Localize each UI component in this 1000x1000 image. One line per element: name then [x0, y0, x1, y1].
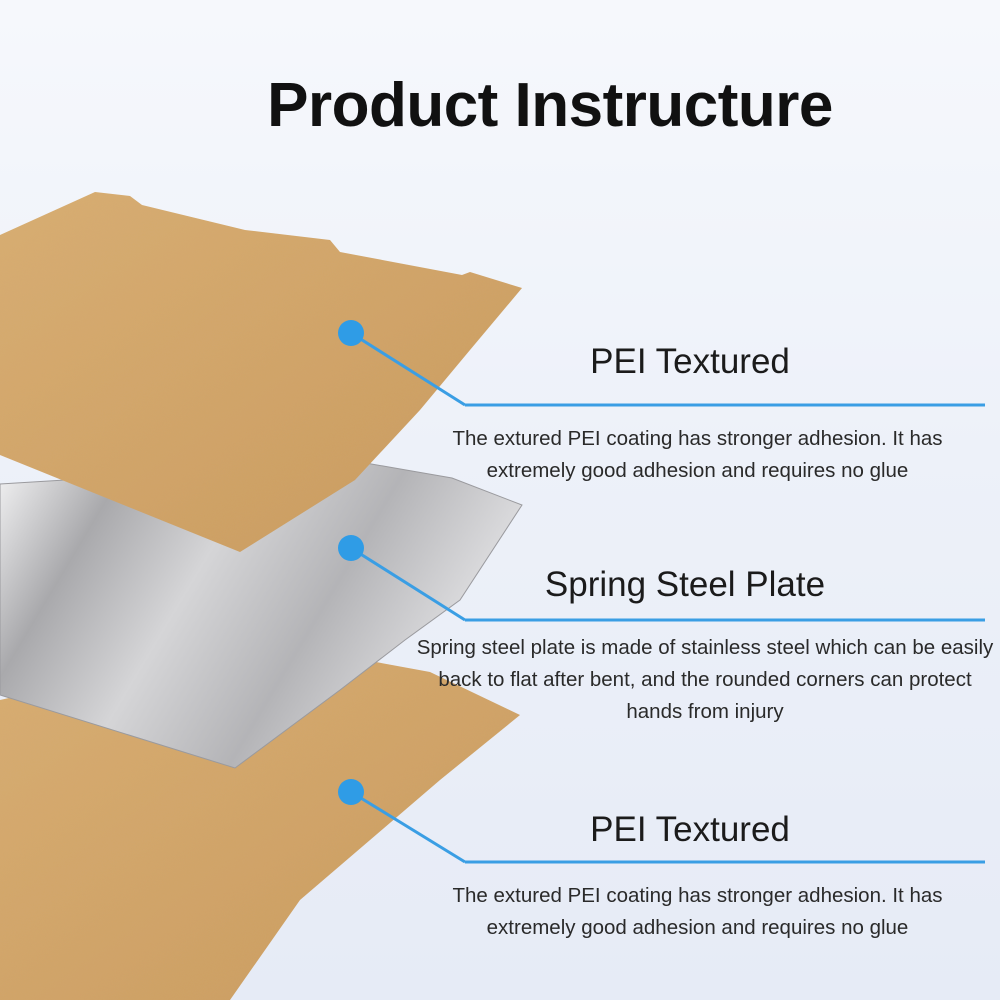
- layer-desc-steel: Spring steel plate is made of stainless …: [416, 636, 994, 723]
- layer-desc-pei-bottom: The extured PEI coating has stronger adh…: [452, 884, 943, 939]
- callout-steel: [338, 535, 985, 622]
- layer-label-steel: Spring Steel Plate: [544, 565, 826, 604]
- callout-pei-bottom: [338, 779, 985, 864]
- layer-desc-pei-top: The extured PEI coating has stronger adh…: [452, 427, 943, 482]
- callout-dot-icon: [338, 535, 364, 561]
- pei-sheet-top: [0, 192, 522, 552]
- layer-label-pei-top: PEI Textured: [590, 342, 790, 381]
- layer-label-pei-bottom: PEI Textured: [590, 810, 790, 849]
- callout-dot-icon: [338, 779, 364, 805]
- page-title: Product Instructure: [267, 71, 833, 140]
- callout-dot-icon: [338, 320, 364, 346]
- steel-plate: [0, 461, 523, 769]
- callout-pei-top: [338, 320, 985, 407]
